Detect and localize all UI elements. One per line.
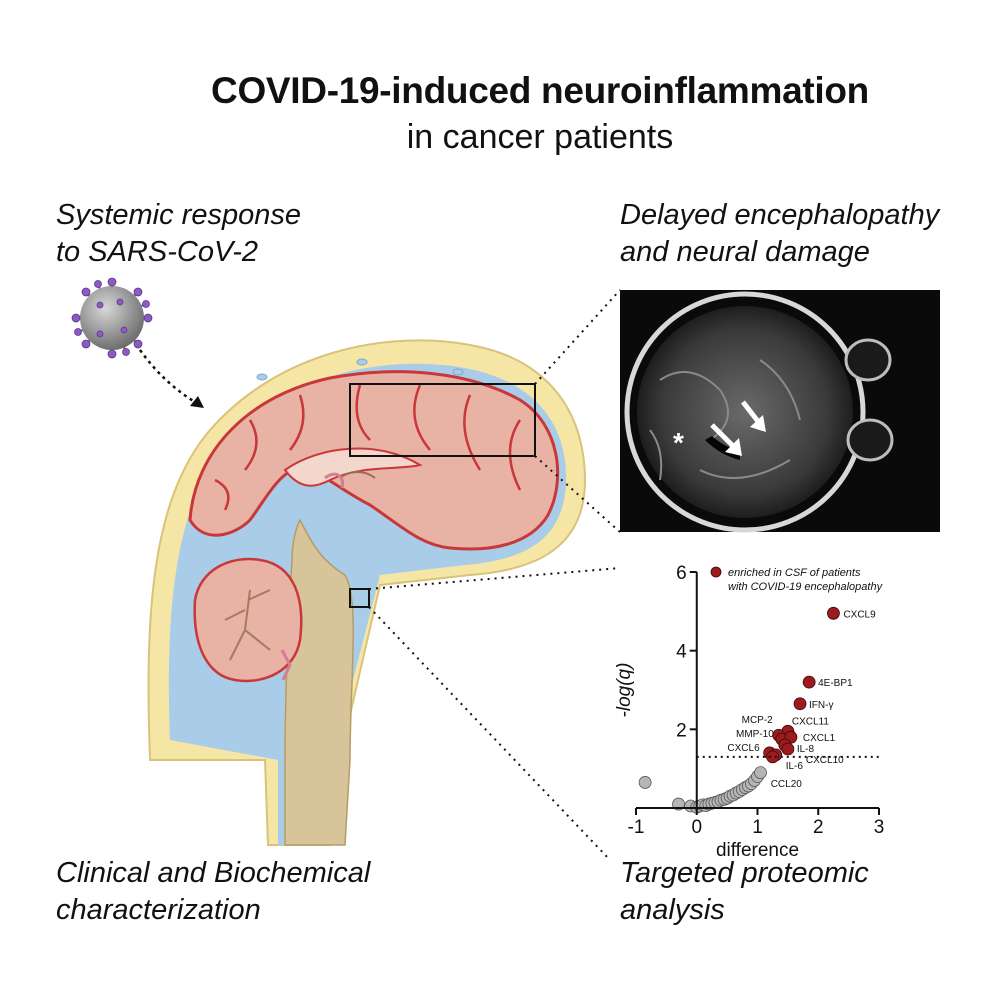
virus-icon — [71, 277, 153, 359]
caption-line: analysis — [620, 894, 725, 926]
title-subtitle: in cancer patients — [406, 118, 674, 156]
arrow-icon — [710, 400, 766, 456]
x-tick-label: 3 — [874, 817, 885, 838]
virus-arrow — [138, 349, 201, 407]
caption-line: to SARS-CoV-2 — [56, 236, 258, 268]
point-label: CXCL9 — [843, 609, 876, 620]
plot-axes: -1 0 1 2 3 2 4 6 difference -log(q) enriched in CS… — [614, 563, 884, 861]
highlighted-point — [827, 606, 840, 620]
x-tick-label: 2 — [813, 817, 824, 838]
caption-systemic-response: Systemic response to SARS-CoV-2 — [56, 197, 301, 271]
point-label: IL-6 — [786, 761, 804, 772]
caption-proteomic-analysis: Targeted proteomic analysis — [620, 855, 869, 929]
grey-point — [754, 766, 767, 779]
point-label: CXCL11 — [792, 716, 829, 727]
point-label: IL-8 — [797, 744, 815, 755]
highlighted-point — [766, 750, 780, 764]
title-main: COVID-19-induced neuroinflammation — [211, 70, 869, 111]
point-label: 4E-BP1 — [818, 678, 853, 689]
caption-line: Systemic response — [56, 199, 301, 231]
arrowhead-icon — [190, 396, 204, 408]
grey-points — [638, 766, 767, 814]
y-axis-label: -log(q) — [614, 663, 635, 718]
highlighted-point — [802, 675, 816, 689]
caption-line: characterization — [56, 894, 261, 926]
zoom-box-brainstem — [349, 588, 370, 608]
zoom-box-cortex — [349, 383, 536, 457]
x-axis-label: difference — [716, 840, 799, 861]
caption-line: Clinical and Biochemical — [56, 857, 371, 889]
y-tick-label: 6 — [676, 563, 687, 584]
point-label: CXCL10 — [806, 755, 844, 766]
mri-asterisk: * — [673, 427, 684, 458]
point-label: IFN-γ — [809, 700, 833, 711]
caption-delayed-encephalopathy: Delayed encephalopathy and neural damage — [620, 197, 939, 271]
x-tick-label: 0 — [691, 817, 702, 838]
point-label: CCL20 — [771, 779, 803, 790]
point-label: MCP-2 — [742, 715, 774, 726]
legend-line-1: enriched in CSF of patients — [728, 567, 861, 579]
highlighted-point — [781, 742, 795, 756]
mri-image: * — [620, 290, 940, 533]
highlighted-point — [793, 697, 807, 711]
connector-lines — [368, 289, 621, 861]
caption-line: Delayed encephalopathy — [620, 199, 940, 231]
y-tick-label: 2 — [676, 720, 687, 741]
caption-line: and neural damage — [620, 236, 870, 268]
point-label: CXCL6 — [727, 743, 760, 754]
caption-clinical-characterization: Clinical and Biochemical characterizatio… — [56, 855, 370, 929]
point-label: CXCL1 — [803, 733, 836, 744]
x-tick-label: 1 — [752, 817, 763, 838]
caption-line: Targeted proteomic — [620, 857, 869, 889]
highlighted-points — [763, 606, 840, 764]
brain-illustration — [147, 339, 587, 846]
legend-marker — [710, 566, 722, 578]
x-tick-label: -1 — [628, 817, 645, 838]
point-label: MMP-10 — [736, 729, 774, 740]
y-tick-label: 4 — [676, 642, 687, 663]
legend-line-2: with COVID-19 encephalopathy — [728, 581, 884, 593]
grey-point — [638, 776, 652, 789]
